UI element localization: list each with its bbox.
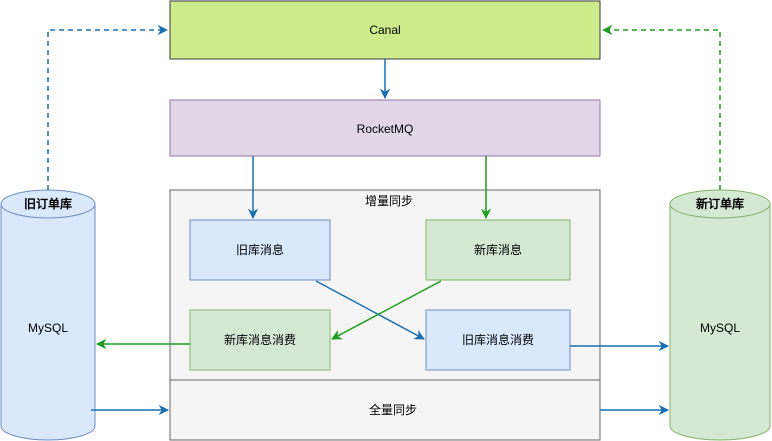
edge-new-message-to-new-consume: [331, 280, 442, 340]
old-db-message-consume-node: 旧库消息消费: [425, 309, 571, 371]
rocketmq-label: RocketMQ: [357, 122, 414, 136]
edge-new-db-to-canal: [601, 24, 721, 190]
old-db-message-label: 旧库消息: [236, 242, 284, 257]
new-db-message-node: 新库消息: [425, 219, 571, 281]
rocketmq-node: RocketMQ: [169, 99, 601, 157]
old-db-message-consume-label: 旧库消息消费: [462, 332, 534, 347]
new-db-message-consume-label: 新库消息消费: [224, 332, 296, 347]
new-order-db-label: MySQL: [700, 321, 740, 335]
old-order-db-title: 旧订单库: [24, 196, 72, 211]
new-db-message-consume-node: 新库消息消费: [189, 309, 331, 371]
new-order-db-title: 新订单库: [696, 196, 744, 211]
old-db-message-node: 旧库消息: [189, 219, 331, 281]
canal-label: Canal: [369, 23, 400, 37]
edge-old-message-to-old-consume: [315, 280, 425, 340]
incremental-sync-label: 增量同步: [365, 194, 413, 208]
edge-old-db-to-canal: [47, 24, 169, 190]
new-db-message-label: 新库消息: [474, 242, 522, 257]
full-sync-label: 全量同步: [369, 402, 417, 417]
old-order-db-cylinder: 旧订单库 MySQL: [0, 189, 96, 441]
canal-node: Canal: [169, 0, 601, 60]
old-order-db-label: MySQL: [28, 321, 68, 335]
new-order-db-cylinder: 新订单库 MySQL: [669, 189, 771, 441]
full-sync-node: 全量同步: [169, 379, 601, 441]
